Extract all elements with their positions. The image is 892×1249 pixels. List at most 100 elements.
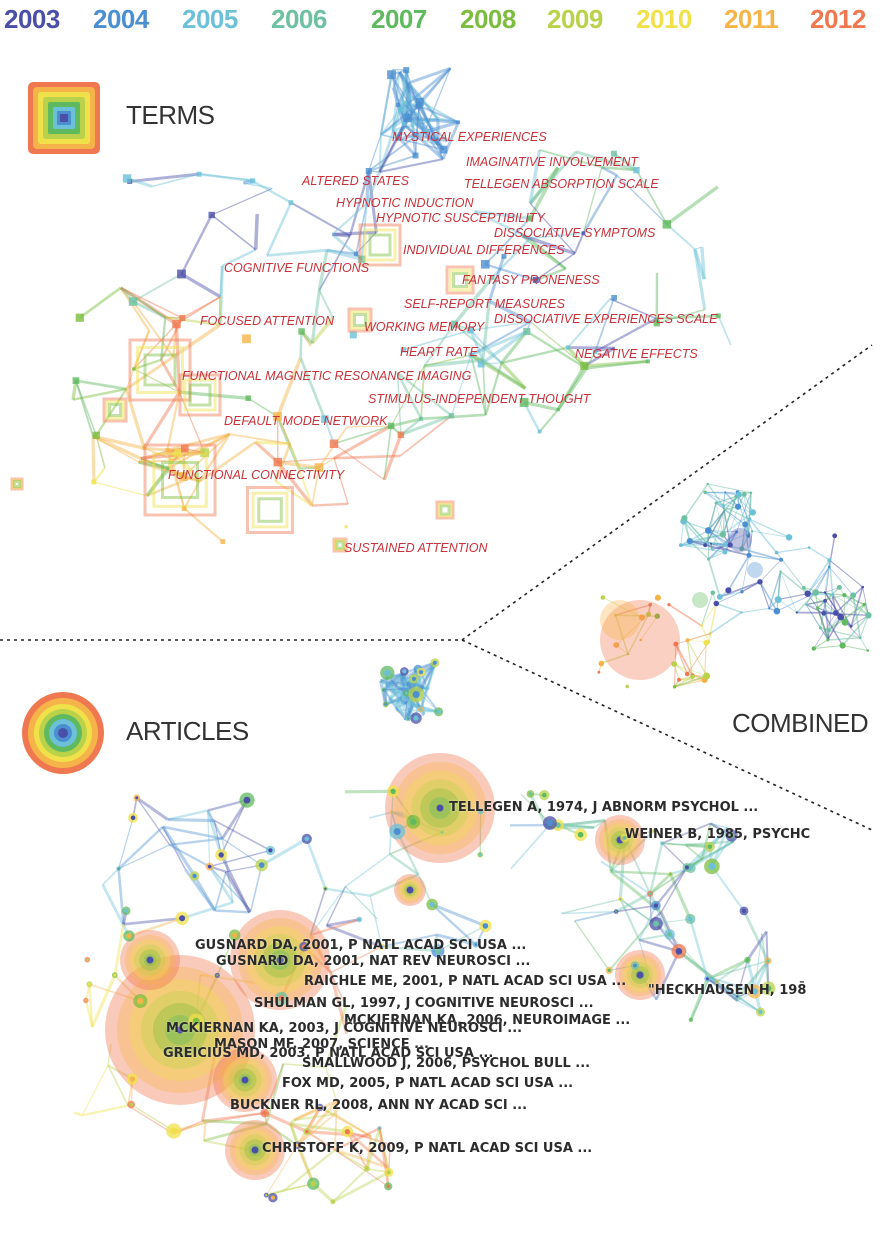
network-edge (748, 531, 753, 556)
network-edge (294, 1113, 335, 1121)
network-edge (661, 842, 688, 868)
network-edge (82, 1104, 129, 1117)
network-edge (133, 368, 180, 393)
network-edge (561, 898, 621, 915)
network-edge (711, 958, 749, 979)
network-edge (424, 358, 483, 368)
article-node-core (393, 828, 401, 835)
network-edge (392, 117, 439, 133)
network-edge (334, 1101, 338, 1151)
network-edge (777, 599, 798, 613)
article-node-core (412, 691, 420, 698)
combined-node (723, 542, 728, 547)
combined-node (774, 596, 782, 604)
network-edge (717, 315, 732, 346)
network-edge (815, 566, 830, 593)
network-edge (778, 593, 808, 601)
network-edge (117, 868, 125, 925)
network-edge (396, 830, 420, 876)
network-edge (736, 959, 749, 997)
network-edge (418, 67, 452, 107)
network-edge (177, 452, 201, 482)
article-node-core (528, 792, 533, 796)
network-edge (253, 214, 259, 250)
network-edge (198, 172, 253, 183)
network-edge (488, 299, 532, 324)
article-node-core (310, 1180, 317, 1187)
network-edge (205, 1112, 265, 1124)
term-node (402, 100, 408, 106)
network-edge (668, 603, 702, 627)
term-node (142, 446, 146, 450)
network-edge (346, 425, 392, 428)
article-node-core (479, 853, 482, 856)
article-label: TELLEGEN A, 1974, J ABNORM PSYCHOL ... (449, 800, 759, 815)
combined-node (625, 684, 629, 689)
network-edge (283, 1062, 326, 1069)
network-edge (136, 797, 171, 846)
term-hub-node (353, 313, 367, 327)
network-edge (687, 640, 708, 677)
network-edge (752, 530, 790, 538)
term-node (532, 277, 539, 283)
network-edge (92, 434, 142, 461)
network-edge (93, 481, 148, 497)
article-label: RAICHLE ME, 2001, P NATL ACAD SCI USA ..… (304, 974, 627, 989)
combined-node (831, 593, 835, 597)
combined-node (710, 590, 716, 596)
article-node-core (419, 670, 424, 675)
network-edge (209, 866, 252, 912)
combined-node (700, 624, 703, 627)
network-edge (395, 708, 410, 720)
network-edge (174, 324, 181, 393)
network-edge (707, 978, 761, 1013)
network-edge (424, 354, 472, 367)
network-edge (736, 492, 752, 533)
term-hub-node (11, 478, 23, 490)
network-edge (609, 964, 636, 972)
article-node-core (633, 963, 637, 968)
network-edge (680, 529, 709, 546)
term-node (387, 70, 396, 80)
article-node-core (301, 944, 307, 949)
term-hub-node (108, 403, 122, 417)
article-node-core (705, 977, 709, 981)
article-label: BUCKNER RL, 2008, ANN NY ACAD SCI ... (230, 1098, 528, 1113)
article-node-core (689, 1018, 692, 1021)
article-node-core (179, 915, 186, 922)
article-node-core (386, 1184, 391, 1189)
term-node (556, 408, 560, 412)
network-edge (407, 681, 424, 688)
network-edge (844, 595, 846, 623)
term-hub-node (435, 500, 455, 520)
network-edge (418, 67, 452, 103)
network-edge (768, 571, 782, 609)
combined-node (639, 638, 642, 642)
combined-node (671, 661, 678, 667)
term-hub-node (143, 353, 177, 387)
article-node-core (380, 945, 384, 949)
article-hub-center (146, 956, 154, 964)
network-edge (216, 934, 236, 976)
terms-square-icon (28, 82, 100, 154)
network-edge (701, 840, 735, 860)
network-edge (719, 581, 761, 598)
network-edge (275, 357, 303, 418)
network-edge (293, 1099, 338, 1122)
network-edge (383, 689, 406, 721)
article-node-core (344, 1129, 350, 1135)
network-edge (403, 123, 418, 137)
term-node (662, 220, 672, 229)
network-edge (326, 249, 357, 256)
network-edge (829, 559, 864, 588)
article-hub-center (636, 971, 644, 979)
network-edge (701, 827, 729, 860)
network-edge (528, 166, 560, 220)
network-edge (574, 920, 610, 971)
network-edge (306, 1130, 336, 1151)
network-edge (169, 843, 211, 868)
network-edge (209, 849, 271, 868)
network-edge (705, 492, 739, 507)
network-edge (91, 436, 96, 483)
network-edge (140, 457, 170, 470)
